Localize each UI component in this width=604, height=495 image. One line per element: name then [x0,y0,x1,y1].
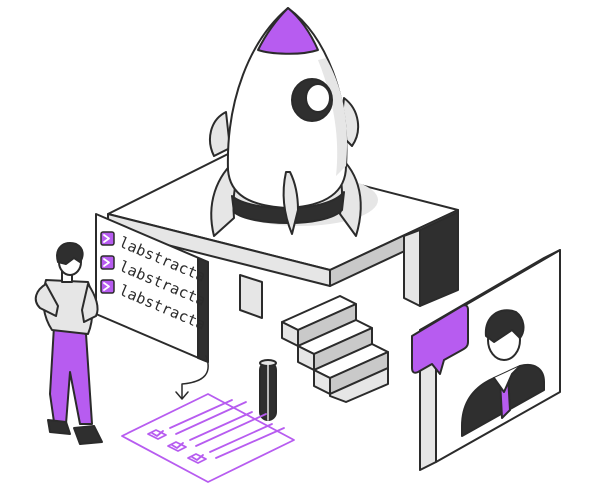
terminal-prompt-icon [100,279,115,294]
avatar-icon [461,309,545,437]
video-call-panel [419,249,561,471]
person-icon [34,242,103,445]
chat-bubble-icon [411,304,469,375]
brand-banner: labstracta labstracta labstracta [95,213,209,363]
terminal-prompt-icon [100,255,115,270]
arrow-head-icon [175,391,189,400]
terminal-prompt-icon [100,231,115,246]
checklist-icon [121,393,295,483]
rocket-icon [209,7,378,237]
stairs [281,295,389,403]
bollard [259,359,277,421]
connector-wire [181,355,209,399]
